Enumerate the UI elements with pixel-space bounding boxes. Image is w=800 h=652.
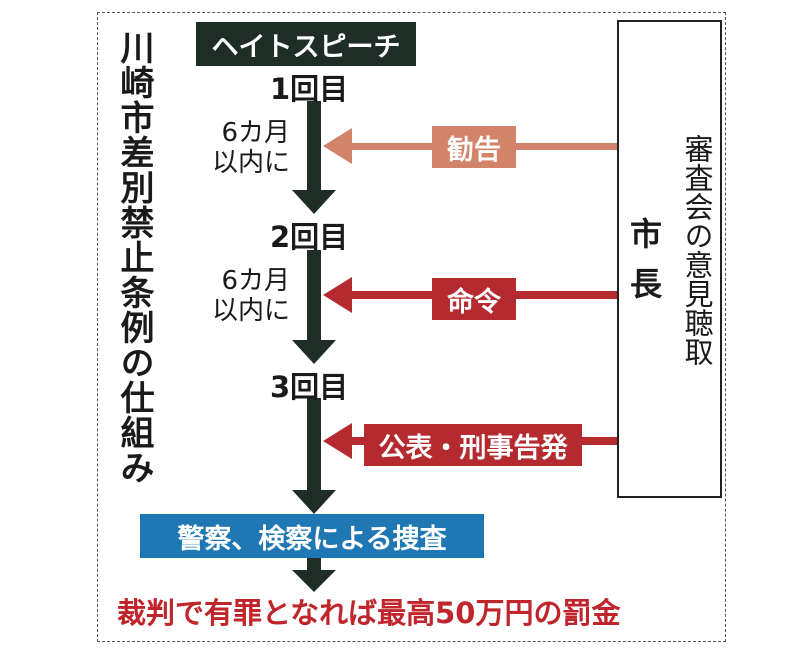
- penalty-text: 裁判で有罪となれば最高50万円の罰金: [117, 596, 621, 630]
- investigation-box: 警察、検察による捜査: [140, 514, 484, 558]
- recommendation-tag: 勧告: [432, 126, 516, 168]
- period-2: 6カ月 以内に: [212, 266, 290, 326]
- period-1-line2: 以内に: [212, 148, 291, 178]
- flow-arrow-2: [292, 250, 336, 364]
- flow-arrow-4: [292, 558, 336, 592]
- period-2-line1: 6カ月: [221, 266, 291, 296]
- period-1-line1: 6カ月: [221, 118, 291, 148]
- diagram-title: 川崎市差別禁止条例の仕組み: [114, 30, 154, 485]
- hate-speech-box: ヘイトスピーチ: [196, 22, 416, 66]
- diagram-frame: [97, 12, 726, 642]
- publication-prosecution-tag: 公表・刑事告発: [364, 424, 582, 466]
- period-2-line2: 以内に: [212, 296, 291, 326]
- mayor-box: 市長 審査会の意見聴取: [617, 20, 722, 498]
- flow-arrow-3: [292, 398, 336, 514]
- count-second: 2回目: [270, 220, 349, 254]
- order-tag: 命令: [432, 278, 516, 320]
- flow-arrow-1: [292, 101, 336, 214]
- count-third: 3回目: [270, 370, 349, 404]
- mayor-label: 市長: [625, 217, 663, 317]
- period-1: 6カ月 以内に: [212, 118, 290, 178]
- count-first: 1回目: [270, 72, 349, 106]
- council-hearing-label: 審査会の意見聴取: [680, 134, 714, 366]
